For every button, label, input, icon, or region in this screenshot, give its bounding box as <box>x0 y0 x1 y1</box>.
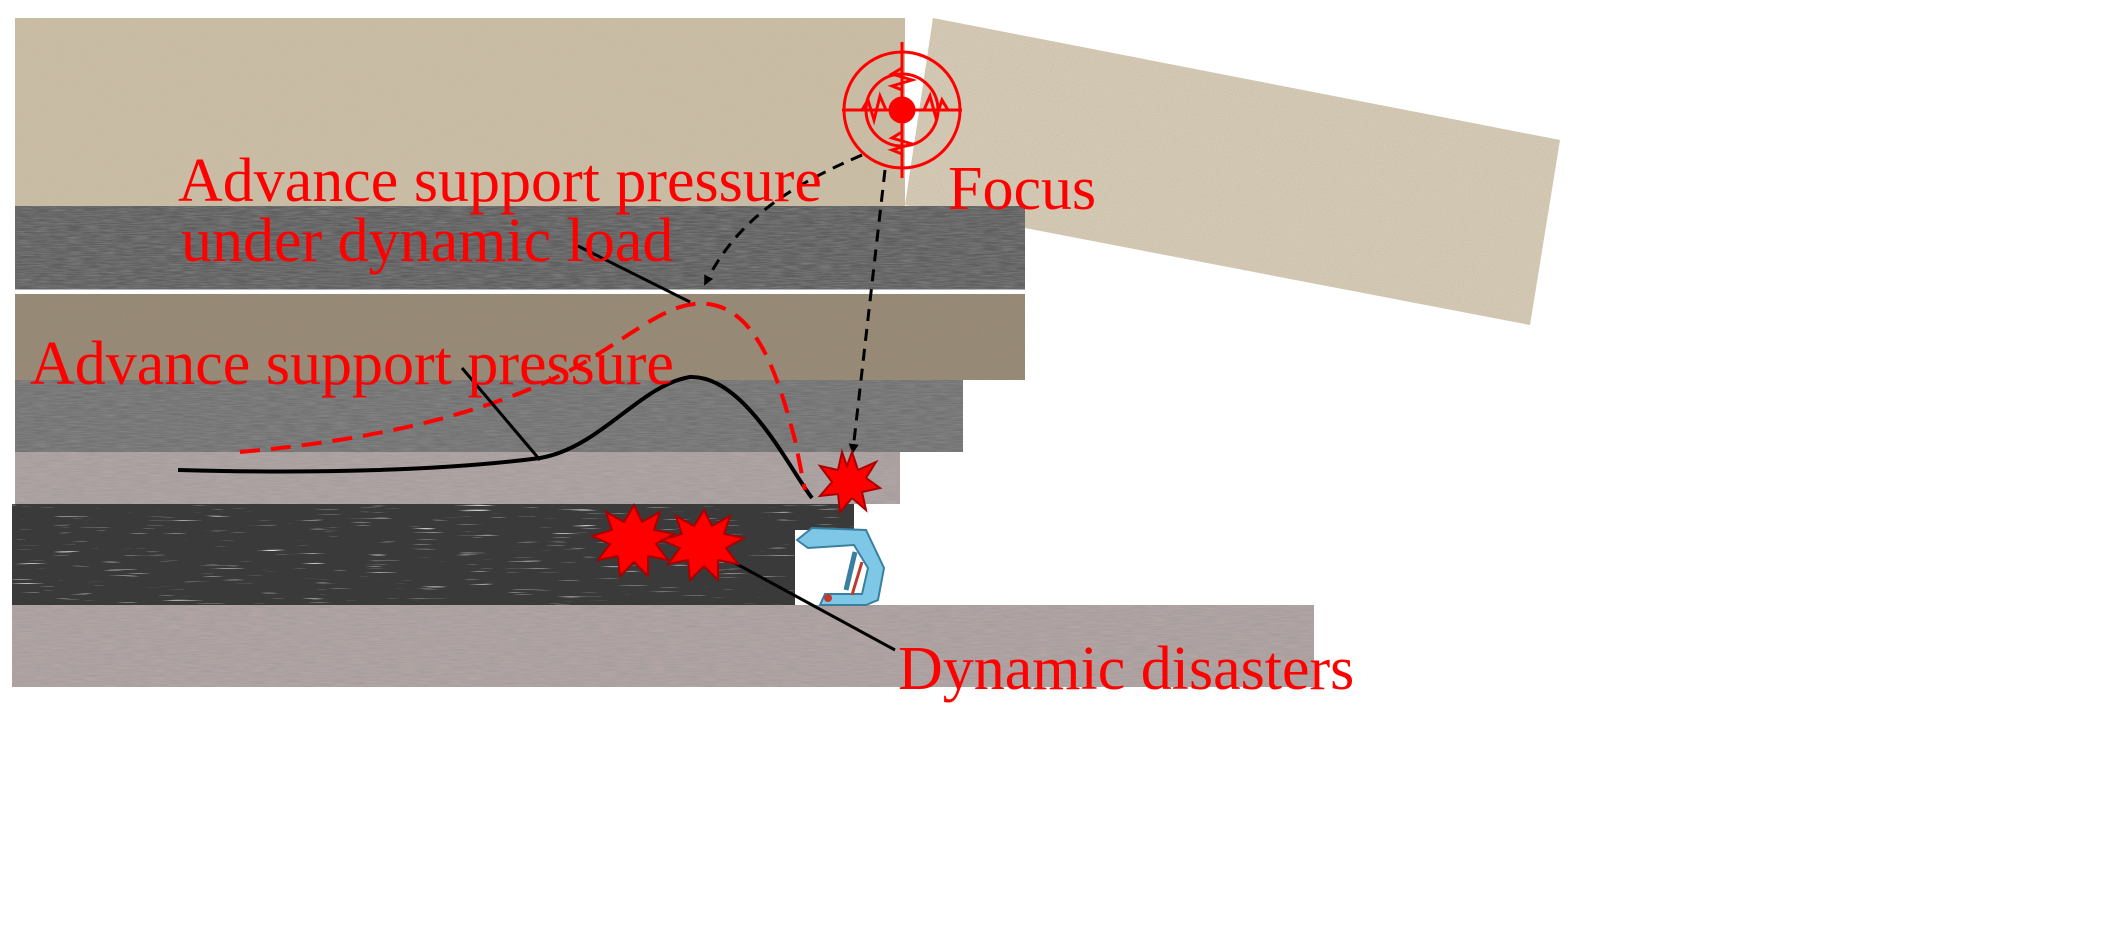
focus-arrow-to-face <box>848 169 887 454</box>
leader-disasters <box>721 554 896 652</box>
label-focus: Focus <box>948 155 1097 223</box>
leader-static-pressure <box>460 367 542 461</box>
explosion-burst-icon <box>817 448 883 515</box>
seismic-focus-target-icon <box>842 42 962 178</box>
label-dynamic-pressure-line1: Advance support pressure <box>178 147 822 215</box>
fractured-roof-block <box>905 18 1560 325</box>
explosion-burst-icon <box>659 507 747 583</box>
rock-strata <box>12 18 1560 687</box>
label-disasters: Dynamic disasters <box>898 635 1355 703</box>
explosion-burst-icon <box>589 502 677 579</box>
hydraulic-support-icon <box>795 526 886 606</box>
label-static-pressure: Advance support pressure <box>30 330 674 398</box>
focus-arrow-to-curve <box>704 153 863 286</box>
label-dynamic-pressure-line2: under dynamic load <box>181 207 674 275</box>
static-pressure-curve <box>177 374 814 500</box>
dynamic-pressure-curve <box>239 301 807 491</box>
leader-dynamic-pressure <box>577 244 691 304</box>
